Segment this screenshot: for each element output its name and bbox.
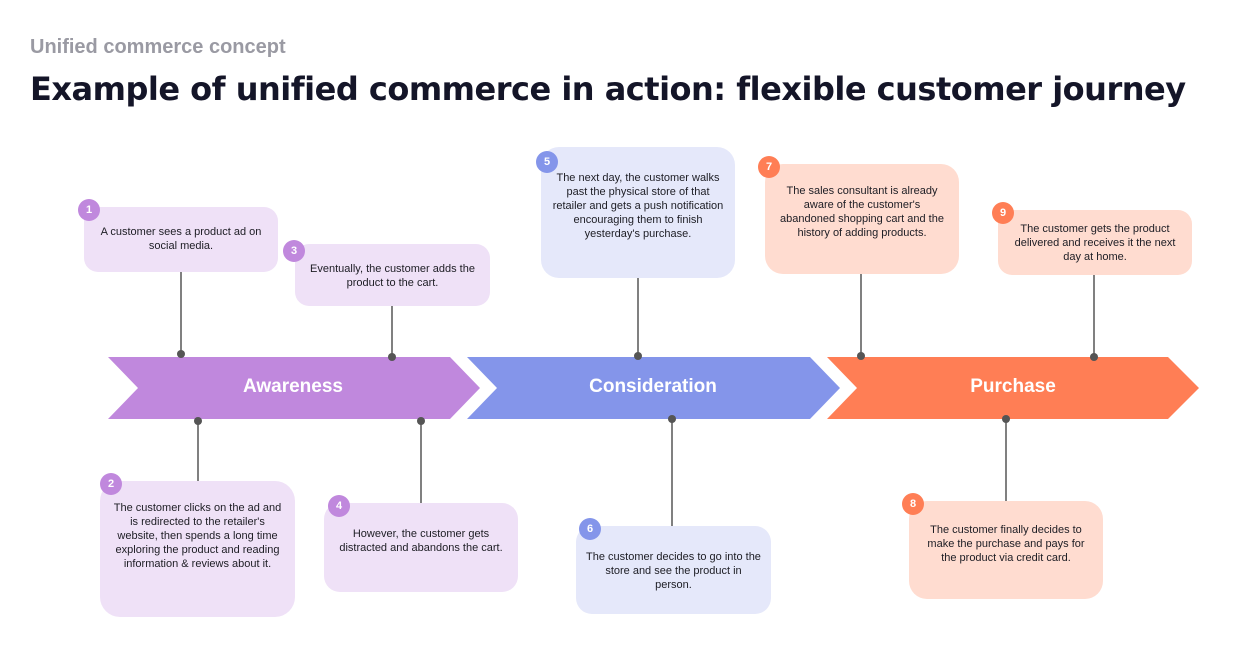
step-card-1: A customer sees a product ad on social m… [84,207,278,272]
step-badge-8: 8 [902,493,924,515]
step-badge-7: 7 [758,156,780,178]
step-text: Eventually, the customer adds the produc… [310,263,475,289]
stage-arrow-consideration [467,357,840,419]
step-badge-9: 9 [992,202,1014,224]
step-text: However, the customer gets distracted an… [339,528,503,554]
step-badge-3: 3 [283,240,305,262]
step-text: The customer clicks on the ad and is red… [113,502,282,570]
stage-label-purchase: Purchase [970,376,1056,397]
stage-label-consideration: Consideration [589,376,717,397]
step-badge-1: 1 [78,199,100,221]
step-card-8: The customer finally decides to make the… [909,501,1103,599]
step-badge-6: 6 [579,518,601,540]
connector-dot-7 [857,352,865,360]
connector-dot-4 [417,417,425,425]
step-card-6: The customer decides to go into the stor… [576,526,771,614]
subtitle: Unified commerce concept [30,36,286,58]
step-text: A customer sees a product ad on social m… [100,226,262,252]
connector-dot-9 [1090,353,1098,361]
step-card-5: The next day, the customer walks past th… [541,147,735,278]
stage-label-awareness: Awareness [243,376,343,397]
step-card-4: However, the customer gets distracted an… [324,503,518,592]
stage-arrow-awareness [108,357,480,419]
connector-dot-5 [634,352,642,360]
connectors [180,272,1095,526]
step-card-9: The customer gets the product delivered … [998,210,1192,275]
stage-arrow-purchase [827,357,1199,419]
page-title: Example of unified commerce in action: f… [30,70,1186,108]
step-badge-4: 4 [328,495,350,517]
step-text: The customer decides to go into the stor… [586,551,761,591]
step-card-7: The sales consultant is already aware of… [765,164,959,274]
step-badge-2: 2 [100,473,122,495]
step-card-2: The customer clicks on the ad and is red… [100,481,295,617]
step-badge-5: 5 [536,151,558,173]
step-card-3: Eventually, the customer adds the produc… [295,244,490,306]
step-text: The next day, the customer walks past th… [552,172,724,240]
connector-dot-3 [388,353,396,361]
connector-dot-6 [668,415,676,423]
connector-dot-2 [194,417,202,425]
step-text: The sales consultant is already aware of… [780,185,944,239]
connector-dot-1 [177,350,185,358]
connector-dot-8 [1002,415,1010,423]
step-text: The customer gets the product delivered … [1014,223,1176,263]
step-text: The customer finally decides to make the… [927,524,1085,564]
